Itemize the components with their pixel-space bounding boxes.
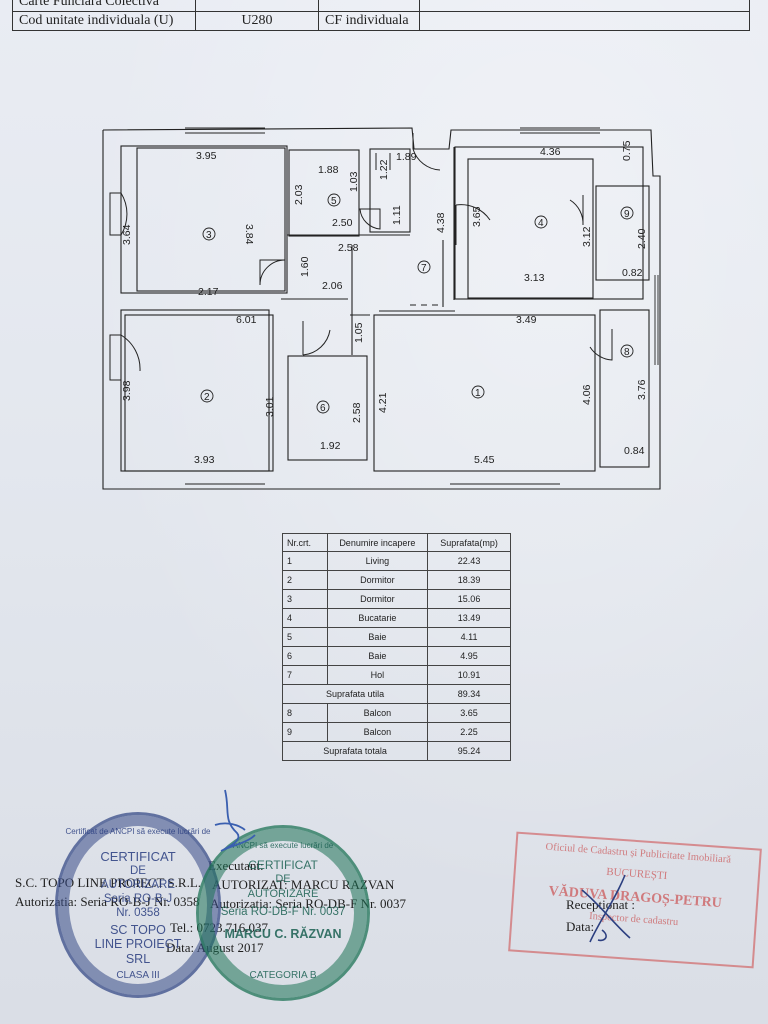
dim-label: 5.45 (474, 454, 495, 466)
signature-executant (214, 789, 256, 852)
svg-text:2: 2 (204, 392, 210, 403)
room-2-marker: 2 (200, 389, 214, 403)
dim-label: 4.21 (377, 392, 389, 413)
area-table: Nr.crt. Denumire incapere Suprafata(mp) … (281, 533, 511, 761)
svg-text:1: 1 (475, 388, 481, 399)
room-8-marker: 8 (620, 344, 634, 358)
plan-doors (109, 133, 613, 381)
plan-room-numbers: 1 2 3 4 5 6 7 8 9 (200, 193, 634, 414)
dim-label: 3.49 (516, 314, 537, 326)
col-name: Denumire incapere (326, 533, 429, 552)
svg-text:3: 3 (206, 230, 212, 241)
header-table: Carte Funciara Colectiva Cod unitate ind… (12, 0, 750, 31)
dim-label: 3.98 (121, 380, 133, 401)
svg-text:9: 9 (624, 209, 630, 220)
room-3-marker: 3 (202, 227, 216, 241)
dim-label: 4.38 (435, 212, 447, 233)
dim-label: 2.03 (293, 184, 305, 205)
room-6-marker: 6 (316, 400, 330, 414)
dim-label: 1.22 (378, 159, 390, 180)
dim-label: 3.64 (121, 224, 133, 245)
dim-label: 4.06 (581, 384, 593, 405)
cf-label: CF individuala (318, 11, 420, 31)
unit-code-value: U280 (195, 11, 319, 31)
receptie-date-label: Data: (566, 919, 595, 934)
dim-label: 3.84 (243, 224, 255, 245)
header-partial-label: Carte Funciara Colectiva (12, 0, 196, 12)
svg-text:6: 6 (320, 403, 326, 414)
col-area: Suprafata(mp) (427, 533, 511, 552)
authorized-person-stamp: ANCPI să execute lucrări de CERTIFICAT D… (196, 825, 370, 1001)
dim-label: 1.92 (320, 440, 341, 452)
dim-label: 4.36 (540, 146, 561, 158)
room-4-marker: 4 (534, 215, 548, 229)
dim-label: 1.05 (353, 322, 365, 343)
floor-plan: 3.95 3.84 3.64 2.17 1.88 2.03 1.03 2.50 … (102, 127, 661, 490)
plan-dimensions: 3.95 3.84 3.64 2.17 1.88 2.03 1.03 2.50 … (121, 140, 648, 466)
dim-label: 2.17 (198, 286, 219, 298)
svg-text:7: 7 (421, 263, 427, 274)
header-row-partial: Carte Funciara Colectiva (12, 0, 750, 12)
dim-label: 3.01 (264, 396, 276, 417)
room-5-marker: 5 (327, 193, 341, 207)
dim-label: 6.01 (236, 314, 257, 326)
dim-label: 1.03 (348, 171, 360, 192)
dim-label: 2.40 (636, 228, 648, 249)
receptionat-label: Receptionat : (566, 897, 635, 912)
plan-walls (102, 127, 661, 490)
dim-label: 2.58 (351, 402, 363, 423)
dim-label: 1.89 (396, 151, 417, 163)
dim-label: 0.82 (622, 267, 643, 279)
svg-text:5: 5 (331, 196, 337, 207)
dim-label: 2.06 (322, 280, 343, 292)
col-nr: Nr.crt. (282, 533, 328, 552)
dim-label: 0.75 (621, 140, 633, 161)
dim-label: 1.60 (299, 256, 311, 277)
dim-label: 3.76 (636, 379, 648, 400)
company-stamp: Certificat de ANCPI să execute lucrări d… (55, 812, 221, 998)
dim-label: 3.95 (196, 150, 217, 162)
dim-label: 0.84 (624, 445, 645, 457)
header-row: Cod unitate individuala (U) U280 CF indi… (12, 11, 750, 31)
unit-code-label: Cod unitate individuala (U) (12, 11, 196, 31)
room-1-marker: 1 (471, 385, 485, 399)
dim-label: 3.13 (524, 272, 545, 284)
dim-label: 3.93 (194, 454, 215, 466)
dim-label: 3.65 (471, 206, 483, 227)
dim-label: 1.88 (318, 164, 339, 176)
room-7-marker: 7 (417, 260, 431, 274)
area-table-header: Nr.crt. Denumire incapere Suprafata(mp) (282, 533, 511, 552)
svg-text:8: 8 (624, 347, 630, 358)
dim-label: 1.11 (391, 205, 403, 225)
plan-windows (185, 127, 659, 490)
signature-receptionat (581, 874, 631, 943)
dim-label: 2.58 (338, 242, 359, 254)
dim-label: 3.12 (581, 226, 593, 247)
room-9-marker: 9 (620, 206, 634, 220)
dim-label: 2.50 (332, 217, 353, 229)
svg-text:4: 4 (538, 218, 544, 229)
